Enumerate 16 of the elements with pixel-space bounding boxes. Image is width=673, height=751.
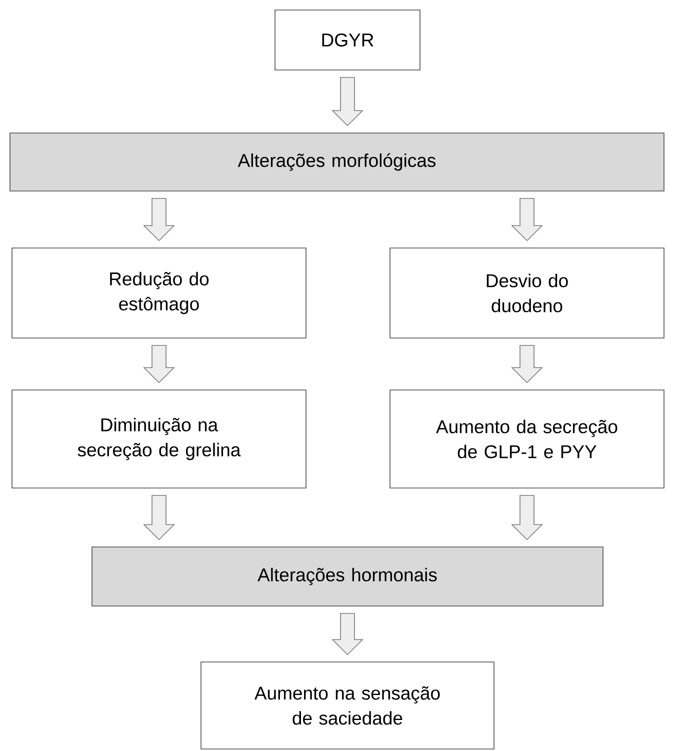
process-box: Redução do estômago (12, 248, 306, 338)
process-box: Alterações morfológicas (10, 132, 664, 192)
block-arrow (511, 198, 543, 242)
block-arrow (332, 77, 364, 126)
process-box: Aumento da secreção de GLP-1 e PYY (390, 390, 664, 488)
process-box: Diminuição na secreção de grelina (12, 390, 306, 488)
process-box: DGYR (274, 10, 420, 70)
block-arrow (143, 495, 175, 540)
process-box: Desvio do duodeno (390, 248, 664, 338)
block-arrow (511, 495, 543, 540)
block-arrow (332, 613, 364, 656)
process-box: Aumento na sensação de saciedade (200, 662, 494, 750)
process-box: Alterações hormonais (92, 546, 604, 606)
block-arrow (143, 345, 175, 384)
block-arrow (511, 345, 543, 384)
block-arrow (143, 198, 175, 242)
